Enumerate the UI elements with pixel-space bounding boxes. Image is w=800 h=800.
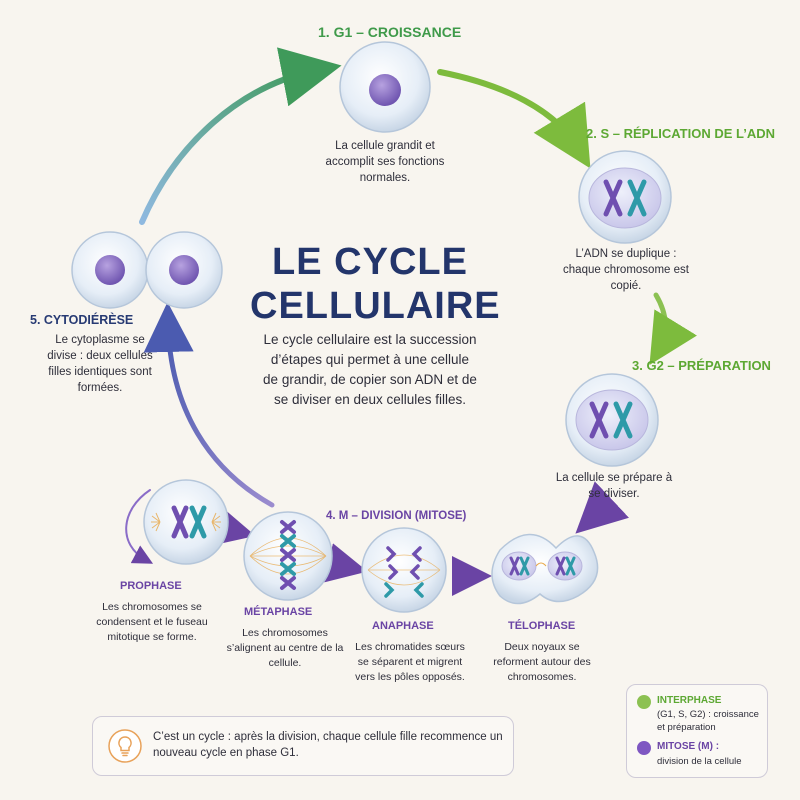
s-label: 2. S – RÉPLICATION DE L’ADN — [586, 126, 776, 141]
anaphase-description: Les chromatides sœurs se séparent et mig… — [355, 641, 465, 683]
prophase-description: Les chromosomes se condensent et le fuse… — [96, 601, 208, 643]
legend: INTERPHASE (G1, S, G2) : croissance et p… — [626, 684, 768, 778]
arrow-g1-to-s — [437, 69, 591, 169]
arrow-back-to-cyto — [143, 302, 275, 508]
anaphase-label: ANAPHASE — [372, 620, 434, 632]
g2-description: La cellule se prépare à se diviser. — [555, 472, 673, 500]
g1-cell — [339, 41, 431, 133]
telophase-cell — [491, 533, 599, 605]
m-label: 4. M – DIVISION (MITOSE) — [326, 510, 467, 522]
arrow-cyto-to-g1 — [139, 47, 342, 225]
cyto-label: 5. CYTODIÉRÈSE — [30, 313, 134, 327]
legend-interphase-title: INTERPHASE — [657, 695, 722, 706]
g1-description: La cellule grandit et accomplit ses fonc… — [325, 140, 445, 184]
telophase-label: TÉLOPHASE — [508, 620, 576, 632]
lightbulb-icon — [108, 729, 142, 763]
arrow-pro-to-meta — [211, 506, 256, 546]
arrow-into-prophase — [125, 489, 154, 564]
anaphase-cell — [361, 527, 447, 613]
legend-mitose-title: MITOSE (M) : — [657, 741, 720, 752]
cyto-description: Le cytoplasme se divise : deux cellules … — [47, 334, 153, 394]
g1-label: 1. G1 – CROISSANCE — [318, 24, 462, 40]
arrow-meta-to-ana — [324, 543, 368, 583]
g2-cell — [565, 373, 659, 467]
telophase-description: Deux noyaux se reforment autour des chro… — [493, 641, 591, 683]
prophase-cell — [143, 479, 229, 565]
intro-text: Le cycle cellulaire est la succession d’… — [263, 332, 477, 407]
metaphase-description: Les chromosomes s’alignent au centre de … — [226, 627, 344, 669]
s-phase-cell — [578, 150, 672, 244]
cycle-note: C’est un cycle : après la division, chaq… — [92, 716, 514, 776]
metaphase-cell — [243, 511, 333, 601]
arrow-s-to-g2 — [649, 292, 698, 366]
arrow-g2-to-telophase — [575, 481, 629, 534]
legend-interphase-text: (G1, S, G2) : croissance et préparation — [657, 709, 759, 733]
s-description: L’ADN se duplique : chaque chromosome es… — [563, 248, 689, 292]
prophase-label: PROPHASE — [120, 580, 182, 592]
note-text: C’est un cycle : après la division, chaq… — [153, 731, 503, 759]
g2-label: 3. G2 – PRÉPARATION — [632, 358, 771, 373]
mitose-swatch — [637, 741, 651, 755]
interphase-swatch — [637, 695, 651, 709]
daughter-cells — [71, 231, 223, 309]
page-title: LE CYCLE CELLULAIRE — [250, 241, 501, 327]
metaphase-label: MÉTAPHASE — [244, 606, 313, 618]
legend-mitose-text: division de la cellule — [657, 756, 742, 767]
